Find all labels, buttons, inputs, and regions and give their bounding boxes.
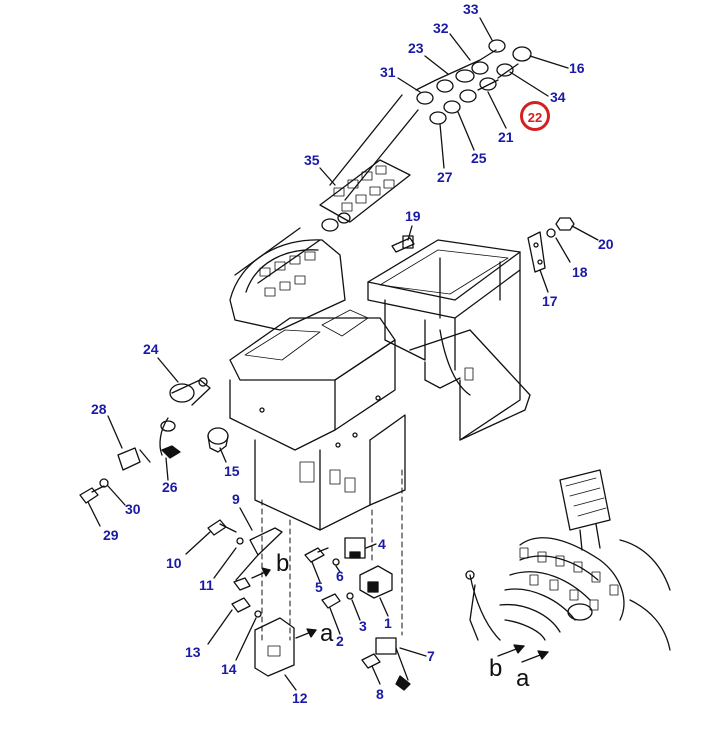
callout-31: 31 (380, 64, 396, 80)
callout-21: 21 (498, 129, 514, 145)
highlighted-callout-label: 22 (527, 110, 543, 125)
lower-center-parts-group (304, 537, 411, 691)
wiring-harness-group (465, 469, 671, 663)
callout-6: 6 (336, 568, 344, 584)
callout-34: 34 (550, 89, 566, 105)
callout-33: 33 (463, 1, 479, 17)
callout-32: 32 (433, 20, 449, 36)
callout-30: 30 (125, 501, 141, 517)
connector-letter-b-left: b (276, 550, 290, 577)
callout-23: 23 (408, 40, 424, 56)
callout-24: 24 (143, 341, 159, 357)
lower-left-parts-group (207, 519, 317, 677)
callout-20: 20 (598, 236, 614, 252)
leader-lines (87, 17, 599, 691)
callout-26: 26 (162, 479, 178, 495)
right-frame-group (367, 217, 575, 441)
callout-1: 1 (384, 615, 392, 631)
callout-16: 16 (569, 60, 585, 76)
connector-letter-b-right: b (489, 655, 503, 682)
connector-letter-a-left: a (320, 620, 334, 647)
switch-cluster-group (234, 39, 532, 284)
callout-4: 4 (378, 536, 386, 552)
callout-11: 11 (199, 577, 214, 593)
callout-5: 5 (315, 579, 323, 595)
callout-12: 12 (292, 690, 308, 706)
main-console-group (229, 239, 406, 641)
connector-letter-a-right: a (516, 665, 530, 692)
callout-15: 15 (224, 463, 240, 479)
callout-3: 3 (359, 618, 367, 634)
highlighted-callout-22: 22 (520, 101, 550, 131)
callout-10: 10 (166, 555, 182, 571)
callout-18: 18 (572, 264, 588, 280)
callout-8: 8 (376, 686, 384, 702)
callout-14: 14 (221, 661, 237, 677)
left-parts-group (79, 377, 229, 504)
callout-2: 2 (336, 633, 344, 649)
callout-25: 25 (471, 150, 487, 166)
instrument-panel-group (319, 159, 411, 232)
callout-29: 29 (103, 527, 119, 543)
callout-28: 28 (91, 401, 107, 417)
callout-13: 13 (185, 644, 201, 660)
callout-19: 19 (405, 208, 421, 224)
callout-17: 17 (542, 293, 558, 309)
callout-35: 35 (304, 152, 320, 168)
callout-27: 27 (437, 169, 453, 185)
callout-7: 7 (427, 648, 435, 664)
callout-9: 9 (232, 491, 240, 507)
